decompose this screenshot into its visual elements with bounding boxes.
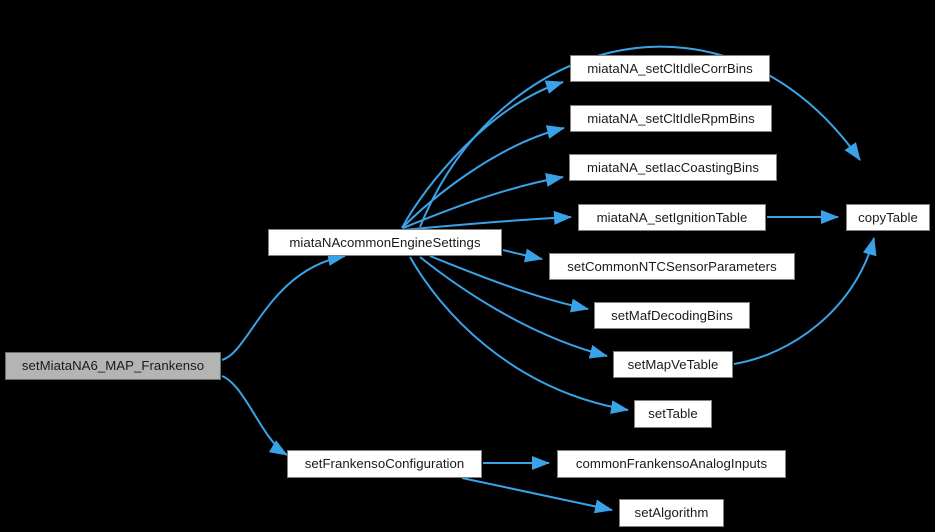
graph-edge-miataNAcommonEngineSettings-to-miataNA_setCltIdleCorrBins bbox=[401, 80, 564, 229]
graph-edge-miataNAcommonEngineSettings-to-miataNA_setCltIdleRpmBins bbox=[401, 125, 565, 229]
graph-node-label: miataNA_setIacCoastingBins bbox=[586, 159, 760, 175]
graph-node-label: setAlgorithm bbox=[634, 505, 709, 521]
graph-node-setFrankensoConfiguration[interactable]: setFrankensoConfiguration bbox=[287, 450, 482, 478]
graph-node-label: setCommonNTCSensorParameters bbox=[567, 258, 777, 274]
graph-node-label: miataNA_setCltIdleRpmBins bbox=[587, 110, 755, 126]
graph-node-label: miataNA_setCltIdleCorrBins bbox=[587, 60, 753, 76]
graph-node-setMafDecodingBins[interactable]: setMafDecodingBins bbox=[594, 302, 750, 329]
graph-edge-setFrankensoConfiguration-to-setAlgorithm bbox=[461, 477, 613, 514]
graph-node-setAlgorithm[interactable]: setAlgorithm bbox=[619, 499, 724, 527]
graph-node-label: setMafDecodingBins bbox=[611, 307, 733, 323]
graph-node-label: setTable bbox=[648, 406, 698, 422]
graph-node-miataNA_setIacCoastingBins[interactable]: miataNA_setIacCoastingBins bbox=[569, 154, 777, 181]
graph-edge-miataNAcommonEngineSettings-to-miataNA_setIacCoastingBins bbox=[402, 173, 564, 229]
graph-node-commonFrankensoAnalogInputs[interactable]: commonFrankensoAnalogInputs bbox=[557, 450, 786, 478]
graph-node-label: copyTable bbox=[858, 209, 918, 225]
graph-node-label: setMapVeTable bbox=[627, 356, 719, 372]
graph-node-miataNA_setIgnitionTable[interactable]: miataNA_setIgnitionTable bbox=[578, 204, 766, 231]
graph-node-miataNA_setCltIdleRpmBins[interactable]: miataNA_setCltIdleRpmBins bbox=[570, 105, 772, 132]
graph-node-label: commonFrankensoAnalogInputs bbox=[575, 456, 768, 472]
graph-node-label: miataNAcommonEngineSettings bbox=[289, 234, 481, 250]
graph-node-setTable[interactable]: setTable bbox=[634, 400, 712, 428]
graph-node-label: setFrankensoConfiguration bbox=[304, 456, 465, 472]
graph-edge-setMiataNA6_MAP_Frankenso-to-miataNAcommonEngineSettings bbox=[221, 252, 346, 361]
graph-edge-miataNAcommonEngineSettings-to-setCommonNTCSensorParameters bbox=[502, 248, 543, 263]
graph-edge-setMiataNA6_MAP_Frankenso-to-setFrankensoConfiguration bbox=[221, 375, 288, 456]
graph-node-label: setMiataNA6_MAP_Frankenso bbox=[21, 358, 205, 374]
graph-node-miataNA_setCltIdleCorrBins[interactable]: miataNA_setCltIdleCorrBins bbox=[570, 55, 770, 82]
graph-node-setMiataNA6_MAP_Frankenso[interactable]: setMiataNA6_MAP_Frankenso bbox=[5, 352, 221, 380]
graph-node-miataNAcommonEngineSettings[interactable]: miataNAcommonEngineSettings bbox=[268, 229, 502, 256]
graph-node-setCommonNTCSensorParameters[interactable]: setCommonNTCSensorParameters bbox=[549, 253, 795, 280]
graph-node-copyTable[interactable]: copyTable bbox=[846, 204, 930, 231]
graph-node-label: miataNA_setIgnitionTable bbox=[596, 209, 748, 225]
graph-node-setMapVeTable[interactable]: setMapVeTable bbox=[613, 351, 733, 378]
